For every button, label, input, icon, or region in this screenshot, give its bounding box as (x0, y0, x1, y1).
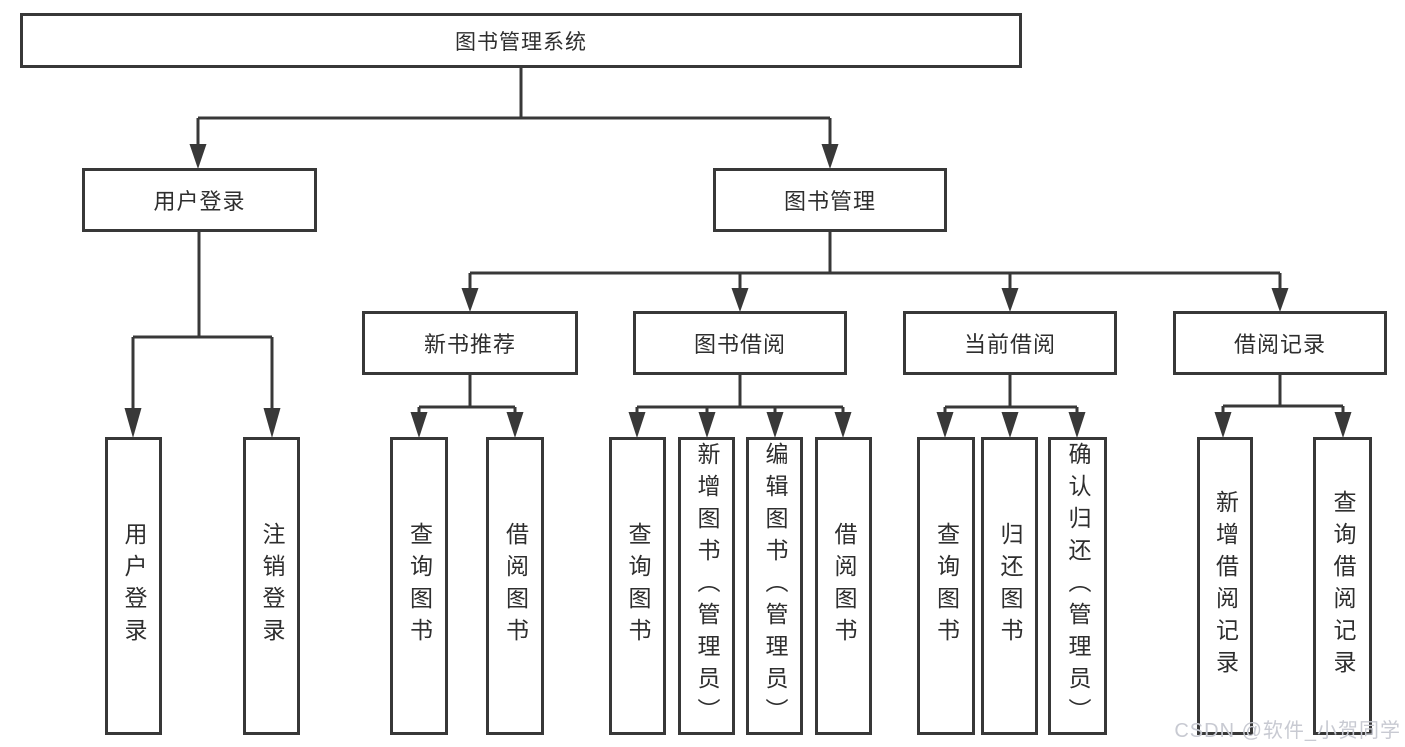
connector-root-to-level1 (189, 68, 839, 169)
leaf-query-books-3: 查询图书 (917, 437, 975, 735)
leaf-confirm-return-admin-label: 确认归还（管理员） (1065, 442, 1091, 730)
leaf-edit-books-admin-label: 编辑图书（管理员） (762, 442, 788, 730)
leaf-query-books-2: 查询图书 (609, 437, 666, 735)
leaf-user-login-label: 用户登录 (121, 522, 147, 650)
connector-user-login-to-leaves (124, 232, 281, 438)
node-new-book-recommend: 新书推荐 (362, 311, 578, 375)
node-borrowing-records-label: 借阅记录 (1233, 332, 1326, 357)
leaf-add-books-admin-label: 新增图书（管理员） (694, 442, 720, 730)
leaf-add-borrow-record-label: 新增借阅记录 (1212, 490, 1239, 682)
node-current-borrowing: 当前借阅 (903, 311, 1117, 375)
leaf-borrow-books-2: 借阅图书 (815, 437, 872, 735)
leaf-query-books-1-label: 查询图书 (406, 522, 433, 650)
connector-borrowing-records-to-leaves (1214, 375, 1352, 438)
leaf-add-books-admin: 新增图书（管理员） (678, 437, 735, 735)
leaf-query-books-3-label: 查询图书 (933, 522, 960, 650)
leaf-user-login: 用户登录 (105, 437, 162, 735)
leaf-return-books-label: 归还图书 (997, 522, 1023, 650)
leaf-logout-login-label: 注销登录 (259, 522, 285, 650)
node-book-borrowing: 图书借阅 (633, 311, 847, 375)
leaf-edit-books-admin: 编辑图书（管理员） (746, 437, 803, 735)
node-user-login: 用户登录 (82, 168, 317, 232)
node-new-book-recommend-label: 新书推荐 (423, 332, 516, 357)
leaf-borrow-books-1-label: 借阅图书 (502, 522, 529, 650)
leaf-borrow-books-2-label: 借阅图书 (831, 522, 857, 650)
leaf-add-borrow-record: 新增借阅记录 (1197, 437, 1253, 735)
node-root: 图书管理系统 (20, 13, 1022, 68)
leaf-query-books-2-label: 查询图书 (625, 522, 651, 650)
leaf-logout-login: 注销登录 (243, 437, 300, 735)
node-book-management-label: 图书管理 (783, 189, 876, 214)
node-root-label: 图书管理系统 (455, 30, 587, 54)
node-current-borrowing-label: 当前借阅 (963, 332, 1056, 357)
node-user-login-label: 用户登录 (153, 189, 246, 214)
node-borrowing-records: 借阅记录 (1173, 311, 1387, 375)
node-book-borrowing-label: 图书借阅 (693, 332, 786, 357)
leaf-query-books-1: 查询图书 (390, 437, 448, 735)
node-book-management: 图书管理 (713, 168, 947, 232)
leaf-confirm-return-admin: 确认归还（管理员） (1048, 437, 1107, 735)
connector-book-management-to-level2 (461, 232, 1289, 312)
connector-book-borrowing-to-leaves (628, 375, 852, 438)
connector-current-borrowing-to-leaves (936, 375, 1086, 438)
leaf-borrow-books-1: 借阅图书 (486, 437, 544, 735)
leaf-return-books: 归还图书 (981, 437, 1038, 735)
leaf-query-borrow-record: 查询借阅记录 (1313, 437, 1372, 735)
connector-new-book-recommend-to-leaves (410, 375, 524, 438)
leaf-query-borrow-record-label: 查询借阅记录 (1330, 490, 1356, 682)
